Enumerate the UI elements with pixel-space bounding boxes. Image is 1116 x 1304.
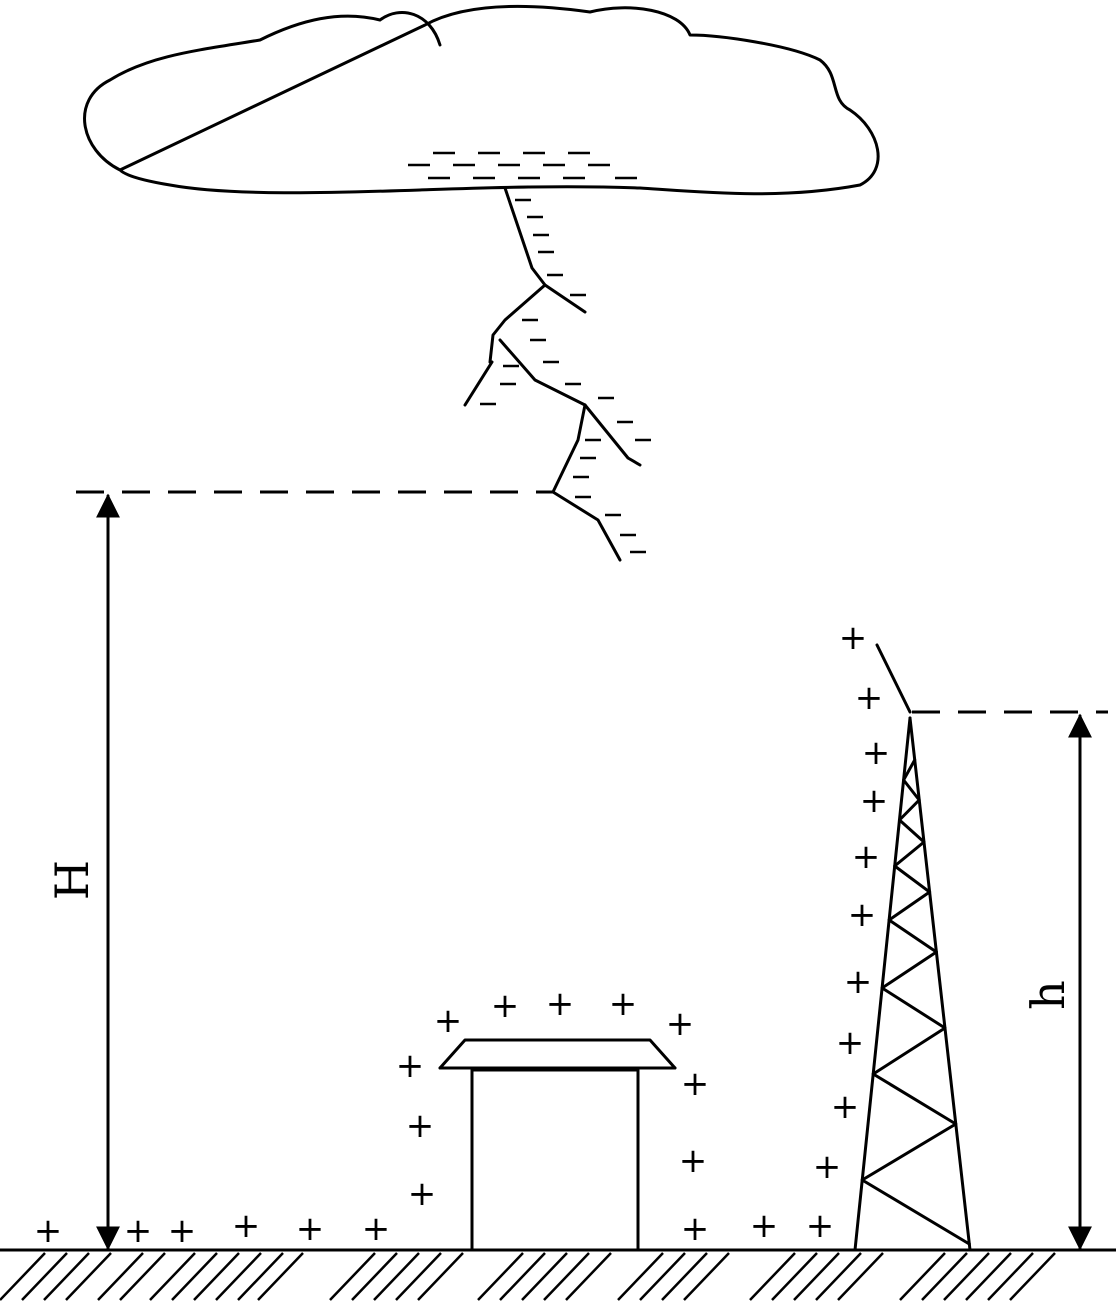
thundercloud [83, 4, 880, 196]
ground-hatch-mark [565, 1252, 612, 1301]
cloud-charge-group [408, 151, 637, 180]
ground-hatch-mark [237, 1252, 284, 1301]
positive-charge-symbol: + [406, 1106, 435, 1146]
induced-positive-charges: + + + + + + + + + + + + + + + + + + + + + + + + + + + + + [34, 618, 891, 1251]
ground-hatch-mark [965, 1252, 1012, 1301]
leader-charge-group [480, 198, 651, 554]
ground-hatch-mark [815, 1252, 862, 1301]
positive-charge-symbol: + [34, 1211, 63, 1251]
ground-hatch-mark [639, 1252, 686, 1301]
positive-charge-symbol: + [232, 1206, 261, 1246]
positive-charge-symbol: + [813, 1147, 842, 1187]
positive-charge-symbol: + [839, 618, 868, 658]
ground-hatch-mark [793, 1252, 840, 1301]
ground-hatch-mark [0, 1252, 46, 1301]
ground-hatch-mark [899, 1252, 946, 1301]
transmission-tower [853, 643, 972, 1252]
positive-charge-symbol: + [855, 678, 884, 718]
ground-hatch-mark [617, 1252, 664, 1301]
ground-hatch-mark [683, 1252, 730, 1301]
ground-hatch-mark [749, 1252, 796, 1301]
ground-hatch-mark [21, 1252, 68, 1301]
positive-charge-symbol: + [434, 1001, 463, 1041]
positive-charge-symbol: + [408, 1174, 437, 1214]
building [438, 1038, 677, 1252]
tower-height-label: h [1021, 980, 1075, 1010]
ground-hatch-mark [661, 1252, 708, 1301]
cloud-height-label: H [45, 860, 99, 900]
ground-hatch-mark [329, 1252, 376, 1301]
ground-hatch-mark [351, 1252, 398, 1301]
ground-hatch-mark [43, 1252, 90, 1301]
positive-charge-symbol: + [124, 1211, 153, 1251]
positive-charge-symbol: + [168, 1211, 197, 1251]
ground-hatch-mark [1009, 1252, 1056, 1301]
ground-hatch-mark [65, 1252, 112, 1301]
ground-hatch-mark [171, 1252, 218, 1301]
ground-hatch-mark [477, 1252, 524, 1301]
ground-hatch-mark [149, 1252, 196, 1301]
ground-hatch-mark [521, 1252, 568, 1301]
ground-hatch-mark [543, 1252, 590, 1301]
positive-charge-symbol: + [848, 895, 877, 935]
positive-charge-symbol: + [860, 781, 889, 821]
positive-charge-symbol: + [836, 1023, 865, 1063]
positive-charge-symbol: + [831, 1087, 860, 1127]
positive-charge-symbol: + [362, 1209, 391, 1249]
positive-charge-symbol: + [609, 984, 638, 1024]
positive-charge-symbol: + [806, 1206, 835, 1246]
positive-charge-symbol: + [681, 1064, 710, 1104]
positive-charge-symbol: + [852, 837, 881, 877]
ground-hatch-mark [499, 1252, 546, 1301]
ground-hatching [0, 1252, 1056, 1301]
ground-hatch-mark [987, 1252, 1034, 1301]
positive-charge-symbol: + [491, 986, 520, 1026]
ground-hatch-mark [215, 1252, 262, 1301]
positive-charge-symbol: + [844, 962, 873, 1002]
ground-hatch-mark [119, 1252, 166, 1301]
positive-charge-symbol: + [679, 1141, 708, 1181]
ground-hatch-mark [395, 1252, 442, 1301]
positive-charge-symbol: + [862, 733, 891, 773]
ground-hatch-mark [837, 1252, 884, 1301]
ground-hatch-mark [417, 1252, 464, 1301]
ground-hatch-mark [97, 1252, 144, 1301]
positive-charge-symbol: + [666, 1004, 695, 1044]
positive-charge-symbol: + [296, 1209, 325, 1249]
ground-hatch-mark [943, 1252, 990, 1301]
positive-charge-symbol: + [396, 1046, 425, 1086]
ground-hatch-mark [771, 1252, 818, 1301]
positive-charge-symbol: + [546, 984, 575, 1024]
positive-charge-symbol: + [750, 1206, 779, 1246]
ground-hatch-mark [373, 1252, 420, 1301]
stepped-leader [463, 186, 642, 562]
ground-hatch-mark [193, 1252, 240, 1301]
positive-charge-symbol: + [681, 1209, 710, 1249]
ground-hatch-mark [257, 1252, 304, 1301]
ground-hatch-mark [921, 1252, 968, 1301]
